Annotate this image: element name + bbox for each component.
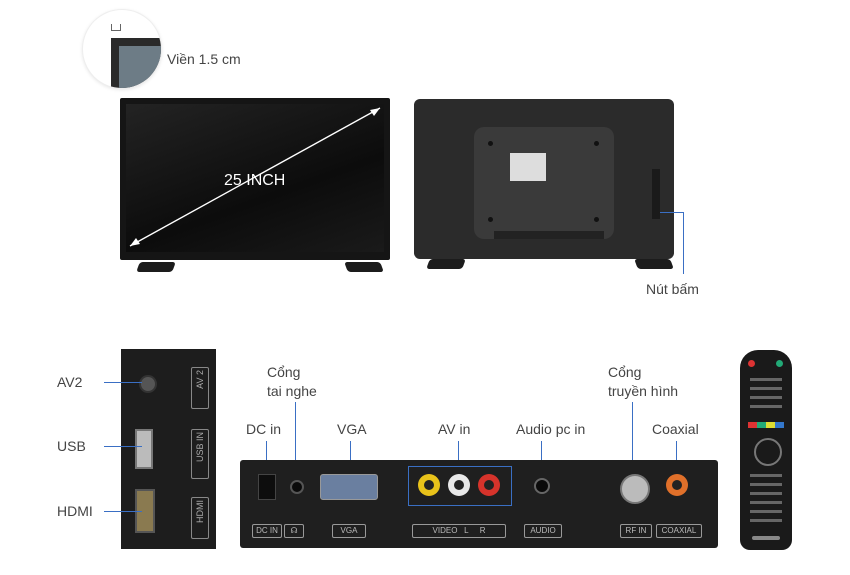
av2-tag: AV 2 (191, 367, 209, 409)
av-in-pointer (458, 441, 459, 466)
back-screw (594, 217, 599, 222)
bezel-measure-marker (111, 24, 121, 31)
diagonal-arrow (129, 107, 381, 247)
dc-in-label: DC in (246, 421, 282, 437)
dc-in-pointer (266, 441, 267, 471)
tv-screen (126, 104, 384, 252)
remote-color-keys (748, 422, 784, 428)
headphone-pointer (295, 402, 296, 480)
front-stand-left (136, 262, 176, 272)
coax-port (666, 474, 688, 496)
coaxial-tag: COAXIAL (656, 524, 702, 538)
remote-numpad (750, 374, 782, 414)
coaxial-pointer (676, 441, 677, 474)
av-in-box (408, 466, 512, 506)
back-screw (488, 141, 493, 146)
vga-label: VGA (337, 421, 367, 437)
audio-pc-in-label: Audio pc in (516, 421, 586, 437)
rear-port-strip: DC IN ☊ VGA VIDEO L R AUDIO RF IN COAXIA… (240, 460, 718, 548)
audio-pc-in-port (534, 478, 550, 494)
remote-mute-icon (776, 360, 783, 367)
remote-power-icon (748, 360, 755, 367)
headphone-port (290, 480, 304, 494)
av2-pointer (104, 382, 142, 383)
back-port-row (494, 231, 604, 239)
audio-pc-in-pointer (541, 441, 542, 471)
bezel-inner-screen (119, 46, 161, 88)
remote-lower-keys (750, 472, 782, 528)
rca-yellow (418, 474, 440, 496)
hdmi-pointer (104, 511, 142, 512)
button-pointer-h (660, 212, 684, 213)
rf-in-tag: RF IN (620, 524, 652, 538)
button-label: Nút bấm (646, 281, 699, 297)
av2-port (139, 375, 157, 393)
vga-pointer (350, 441, 351, 473)
rf-in-port (620, 474, 650, 504)
usb-label: USB (57, 438, 86, 454)
av-tag: VIDEO L R (412, 524, 506, 538)
vga-tag: VGA (332, 524, 366, 538)
back-screw (594, 141, 599, 146)
tv-in-label: Cổng truyền hình (608, 364, 679, 399)
hdmi-tag: HDMI (191, 497, 209, 539)
dc-in-tag: DC IN (252, 524, 282, 538)
vga-port (320, 474, 378, 500)
back-stand-right (634, 259, 674, 269)
bezel-zoom-circle (83, 10, 161, 88)
usb-port (135, 429, 153, 469)
usb-pointer (104, 446, 142, 447)
rca-red (478, 474, 500, 496)
av-in-label: AV in (438, 421, 471, 437)
back-screw (488, 217, 493, 222)
headphone-tag-icon: ☊ (284, 524, 304, 538)
diagonal-label: 25 INCH (224, 172, 286, 189)
av2-label: AV2 (57, 374, 83, 390)
tv-front-view: 25 INCH (120, 98, 390, 272)
usb-tag: USB IN (191, 429, 209, 479)
side-port-panel: AV 2 USB IN HDMI (121, 349, 216, 549)
tv-back-view (414, 99, 674, 269)
front-stand-right (344, 262, 384, 272)
audio-tag: AUDIO (524, 524, 562, 538)
coaxial-label: Coaxial (652, 421, 699, 437)
bezel-label: Viền 1.5 cm (167, 51, 241, 67)
tv-in-pointer (632, 402, 633, 480)
rca-white (448, 474, 470, 496)
remote-control (740, 350, 792, 550)
button-pointer-v (683, 212, 684, 274)
remote-logo (752, 536, 780, 540)
back-panel (474, 127, 614, 239)
dc-in-port (258, 474, 276, 500)
back-stand-left (426, 259, 466, 269)
back-label-sticker (510, 153, 546, 181)
back-buttons[interactable] (652, 169, 660, 219)
remote-dpad (754, 438, 782, 466)
hdmi-label: HDMI (57, 503, 93, 519)
headphone-label: Cổng tai nghe (267, 364, 317, 399)
